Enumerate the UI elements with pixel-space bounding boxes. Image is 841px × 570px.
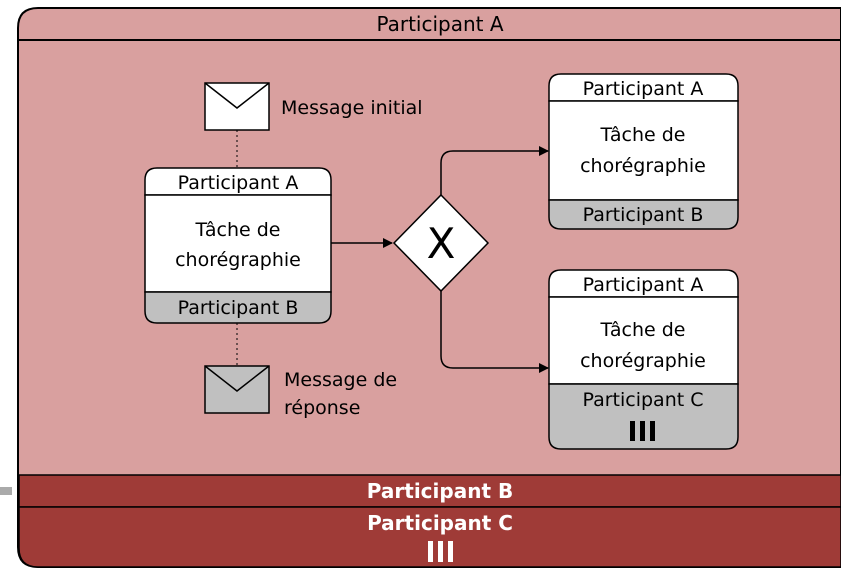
gateway-x-icon: X: [427, 219, 456, 268]
task-main-name-line1: Tâche de: [195, 219, 281, 241]
reply-message-label-line2: réponse: [284, 397, 360, 419]
band-participant-c-label: Participant C: [367, 511, 513, 535]
task-main-name-line2: chorégraphie: [175, 249, 301, 271]
task-lower-initiator: Participant A: [583, 274, 704, 296]
edge-stub: [0, 487, 12, 495]
task-upper-name-line2: chorégraphie: [580, 155, 706, 177]
task-lower-name-line1: Tâche de: [600, 319, 686, 341]
task-multi-instance-marker: [630, 421, 655, 441]
task-upper-initiator: Participant A: [583, 78, 704, 100]
initial-message-label: Message initial: [281, 97, 423, 119]
task-upper-receiver: Participant B: [583, 204, 704, 226]
task-lower-name-line2: chorégraphie: [580, 350, 706, 372]
choreography-task-lower: Participant A Tâche de chorégraphie Part…: [548, 269, 739, 450]
task-main-initiator: Participant A: [178, 172, 299, 194]
reply-message-label-line1: Message de: [284, 369, 397, 391]
task-upper-name-line1: Tâche de: [600, 124, 686, 146]
choreography-task-main: Participant A Tâche de chorégraphie Part…: [144, 167, 332, 324]
task-main-receiver: Participant B: [178, 297, 299, 319]
band-participant-b-label: Participant B: [367, 479, 513, 503]
reply-message: Message de réponse: [204, 365, 397, 419]
band-participant-b: [18, 474, 841, 508]
band-multi-instance-marker: [428, 541, 453, 562]
pool-title: Participant A: [376, 12, 503, 36]
choreography-task-upper: Participant A Tâche de chorégraphie Part…: [548, 73, 739, 230]
task-lower-receiver: Participant C: [582, 389, 703, 411]
sequence-flow-lower: [440, 291, 549, 373]
sequence-flow-upper: [440, 146, 549, 195]
exclusive-gateway: X: [392, 193, 490, 293]
band-participant-c: [18, 506, 841, 568]
